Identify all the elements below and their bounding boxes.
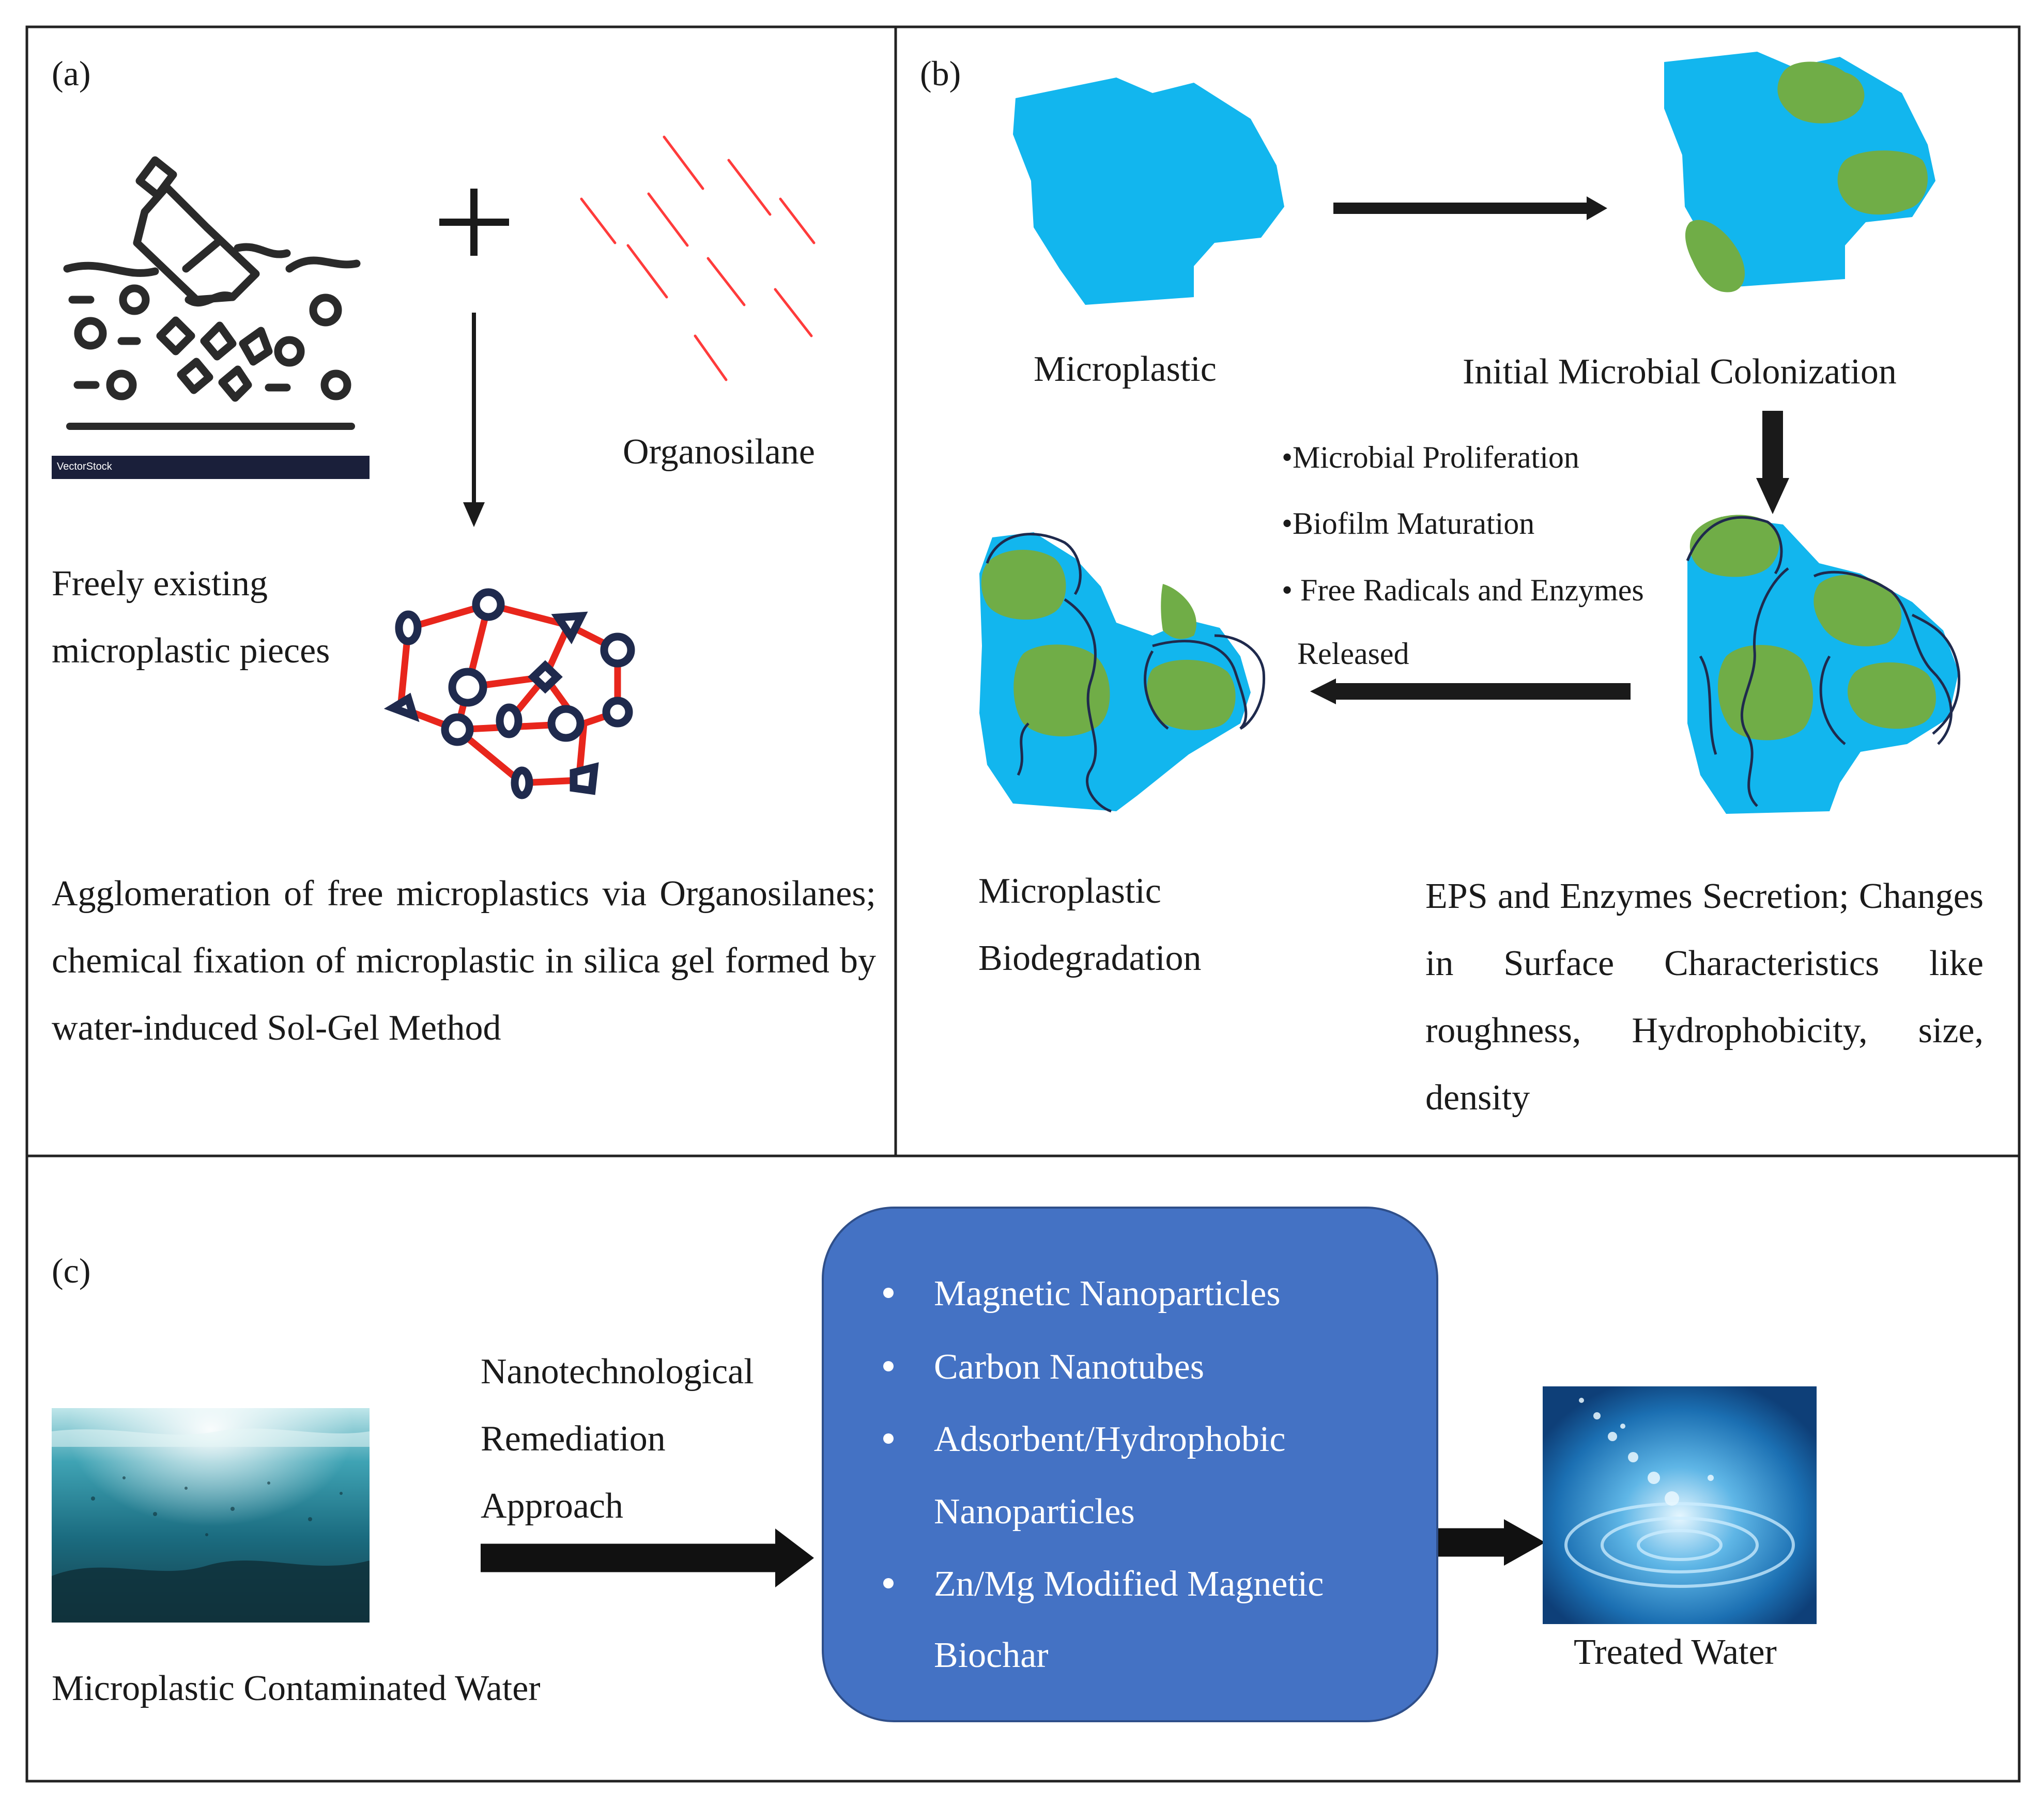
arrow-right-c2 — [1424, 1519, 1545, 1566]
organosilane-label: Organosilane — [623, 432, 815, 472]
freely-existing-label-line1: Freely existing — [52, 564, 268, 604]
panel-a-description: Agglomeration of free microplastics via … — [52, 874, 876, 1048]
method-item-1: Magnetic Nanoparticles — [934, 1274, 1281, 1314]
stock-banner — [52, 456, 370, 479]
treated-water-label: Treated Water — [1574, 1632, 1777, 1672]
bottle-debris-icon — [63, 156, 361, 430]
plus-icon — [439, 189, 509, 256]
microplastic-shape — [1013, 78, 1284, 305]
approach-label-line1: Nanotechnological — [481, 1352, 754, 1392]
initial-colonization-label: Initial Microbial Colonization — [1463, 352, 1897, 392]
eps-description: EPS and Enzymes Secretion; Changes in Su… — [1425, 876, 1984, 1118]
bullet-biofilm-maturation: •Biofilm Maturation — [1282, 506, 1535, 540]
arrow-left-b2 — [1310, 678, 1631, 704]
biodegradation-label-line1: Microplastic — [978, 871, 1161, 911]
method-item-3-cont: Nanoparticles — [934, 1492, 1135, 1532]
approach-label-line3: Approach — [481, 1486, 624, 1526]
outer-frame — [25, 25, 2021, 1783]
bullet-free-radicals-cont: Released — [1297, 637, 1409, 671]
biodegradation-label-line2: Biodegradation — [978, 938, 1202, 978]
bullet-dot — [883, 1578, 894, 1588]
treated-water-photo — [1543, 1386, 1817, 1624]
degraded-microplastic-shape — [979, 532, 1266, 813]
contaminated-water-label: Microplastic Contaminated Water — [52, 1669, 541, 1708]
arrow-right-b1 — [1333, 196, 1607, 220]
bullet-proliferation: •Microbial Proliferation — [1282, 440, 1579, 474]
colonized-microplastic-shape — [1664, 52, 1935, 287]
down-arrow-b — [1756, 411, 1789, 514]
organosilane-molecules-icon — [580, 135, 816, 381]
bullet-dot — [883, 1288, 894, 1298]
method-item-3: Adsorbent/Hydrophobic — [934, 1419, 1286, 1459]
method-item-4-cont: Biochar — [934, 1635, 1049, 1675]
microbe-colony-icon — [1685, 61, 1928, 292]
stock-watermark: VectorStock — [57, 461, 112, 472]
bullet-dot — [883, 1433, 894, 1444]
microplastic-label: Microplastic — [1034, 349, 1217, 389]
bullet-free-radicals: • Free Radicals and Enzymes — [1282, 573, 1644, 607]
biofilm-microplastic-shape — [1686, 515, 1961, 814]
method-item-4: Zn/Mg Modified Magnetic — [934, 1564, 1324, 1604]
nanotech-methods-box: Magnetic Nanoparticles Carbon Nanotubes … — [822, 1207, 1438, 1722]
microplastic-network-icon — [383, 588, 635, 799]
contaminated-water-photo — [52, 1408, 370, 1623]
panel-b-label: (b) — [920, 54, 961, 93]
method-item-2: Carbon Nanotubes — [934, 1347, 1204, 1387]
freely-existing-label-line2: microplastic pieces — [52, 631, 330, 671]
bullet-dot — [883, 1361, 894, 1371]
panel-c-label: (c) — [52, 1251, 91, 1290]
panel-a-label: (a) — [52, 54, 91, 93]
arrow-right-c1 — [481, 1528, 814, 1587]
down-arrow-a — [463, 313, 485, 527]
approach-label-line2: Remediation — [481, 1419, 666, 1459]
